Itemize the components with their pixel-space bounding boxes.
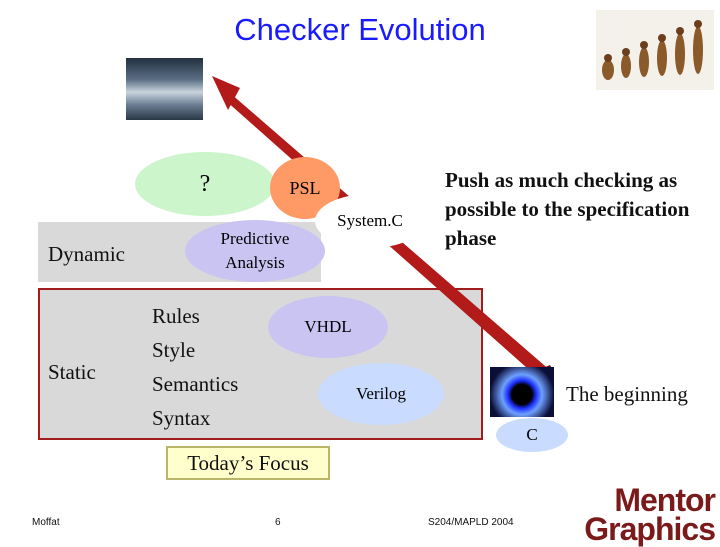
vhdl-bubble: VHDL [268, 296, 388, 358]
systemc-text: System.C [337, 211, 403, 230]
verilog-bubble: Verilog [318, 363, 444, 425]
list-item: Syntax [152, 406, 211, 430]
footer-page-number: 6 [275, 517, 281, 528]
c-bubble: C [496, 418, 568, 452]
question-bubble: ? [135, 152, 275, 216]
list-item: Style [152, 338, 196, 362]
list-item: Rules [152, 304, 200, 328]
callout-text: Push as much checking as possible to the… [445, 168, 690, 250]
footer-event: S204/MAPLD 2004 [428, 517, 514, 528]
systemc-bubble: System.C [315, 194, 425, 248]
mentor-graphics-logo: Mentor Graphics [565, 482, 716, 547]
psl-text: PSL [289, 177, 321, 198]
predictive-line-2: Analysis [225, 253, 285, 272]
static-label: Static [48, 360, 96, 384]
c-text: C [526, 425, 538, 444]
static-checks-list: Rules Style Semantics Syntax [152, 299, 238, 435]
dynamic-label: Dynamic [48, 242, 125, 266]
evolution-figures-icon [602, 20, 703, 80]
black-hole-image [490, 367, 554, 417]
logo-line-2: Graphics [584, 510, 716, 547]
todays-focus-box: Today’s Focus [166, 446, 330, 480]
verilog-text: Verilog [355, 384, 407, 403]
footer-author: Moffat [32, 517, 60, 528]
list-item: Semantics [152, 372, 239, 396]
question-text: ? [199, 170, 211, 197]
sky-image [126, 58, 203, 120]
page-title: Checker Evolution [234, 12, 486, 47]
logo-line-1: Mentor [614, 482, 716, 518]
human-evolution-image [596, 10, 714, 90]
vhdl-text: VHDL [304, 317, 352, 336]
predictive-line-1: Predictive [220, 229, 290, 248]
predictive-analysis-bubble: Predictive Analysis [185, 220, 325, 282]
beginning-label: The beginning [566, 382, 688, 406]
